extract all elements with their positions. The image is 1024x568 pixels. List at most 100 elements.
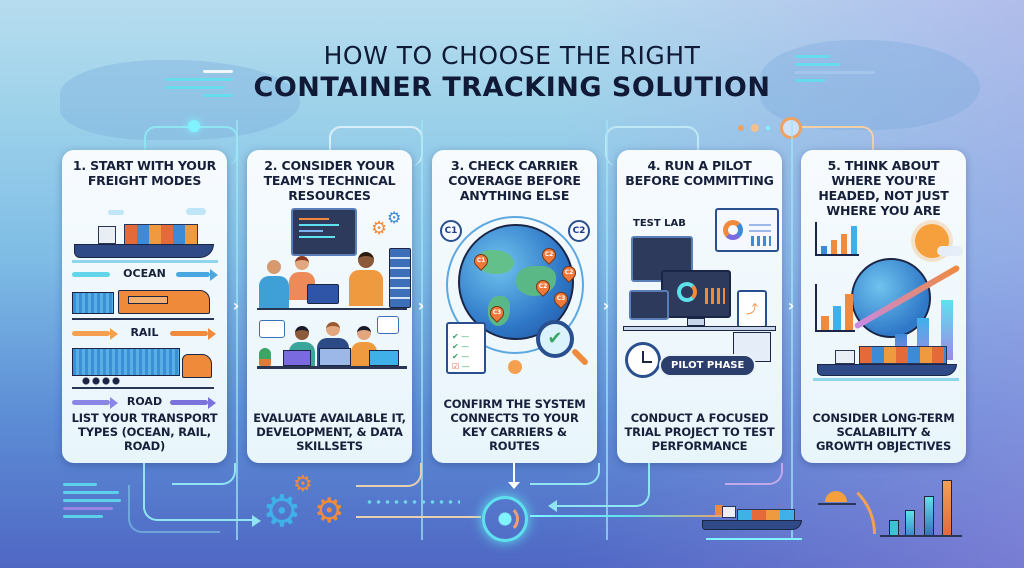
step-card-5: 5. THINK ABOUT WHERE YOU'RE HEADED, NOT … (801, 150, 966, 463)
divider-line (606, 120, 608, 540)
flow-connector (725, 463, 783, 485)
chat-bubble-icon (259, 320, 285, 338)
step-card-2: 2. CONSIDER YOUR TEAM'S TECHNICAL RESOUR… (247, 150, 412, 463)
desk (623, 326, 776, 331)
arrow-head (508, 482, 520, 489)
data-lines-decoration (63, 483, 123, 523)
step-title: 2. CONSIDER YOUR TEAM'S TECHNICAL RESOUR… (263, 158, 396, 203)
step-description: LIST YOUR TRANSPORT TYPES (OCEAN, RAIL, … (71, 411, 218, 453)
step-description: CONFIRM THE SYSTEM CONNECTS TO YOUR KEY … (443, 397, 586, 453)
step-title: 3. CHECK CARRIER COVERAGE BEFORE ANYTHIN… (448, 158, 581, 203)
mode-label-rail: RAIL (130, 326, 159, 339)
divider-line (791, 120, 793, 540)
step-title: 5. THINK ABOUT WHERE YOU'RE HEADED, NOT … (818, 158, 949, 218)
person-icon (349, 252, 383, 308)
checklist-icon: ✔ —✔ —✔ —☑ — (446, 322, 486, 374)
step-description: CONDUCT A FOCUSED TRIAL PROJECT TO TEST … (624, 411, 775, 453)
step-title: 1. START WITH YOUR FREIGHT MODES (72, 158, 217, 188)
gear-icon: ⚙ (293, 472, 313, 497)
growth-arrow-icon (941, 300, 953, 360)
chevron-right-icon: › (787, 296, 795, 315)
laptop-icon (307, 284, 339, 304)
pilot-phase-badge: PILOT PHASE (659, 354, 757, 377)
mode-label-road: ROAD (126, 395, 163, 408)
curved-arrow-icon (810, 474, 876, 534)
data-lines-decoration (795, 55, 885, 87)
magnifier-handle (570, 347, 590, 367)
flow-connector (172, 463, 236, 485)
ocean-arrow-left (72, 272, 110, 277)
rail-arrow-left (72, 331, 110, 336)
arrow-line (356, 516, 481, 518)
road-arrow-right (170, 400, 208, 405)
growth-illustration (807, 218, 963, 411)
arrow-head (548, 500, 557, 512)
flow-connector (552, 463, 650, 507)
rail-arrow-right (170, 331, 208, 336)
mode-label-ocean: OCEAN (123, 267, 166, 280)
gear-icon: ⚙ (387, 208, 402, 227)
wave-line (530, 515, 730, 517)
bar-chart-icon (815, 284, 855, 332)
step-description: CONSIDER LONG-TERM SCALABILITY & GROWTH … (812, 411, 955, 453)
step-card-3: 3. CHECK CARRIER COVERAGE BEFORE ANYTHIN… (432, 150, 597, 463)
person-icon (259, 260, 289, 308)
clock-icon (625, 342, 661, 378)
orbit-ring (446, 216, 584, 354)
down-arrow-line (513, 463, 515, 483)
dot (738, 125, 744, 131)
divider-line (421, 120, 423, 540)
page-title-line2: CONTAINER TRACKING SOLUTION (253, 72, 771, 103)
gear-icon: ⚙ (314, 491, 345, 531)
monitor-stand (687, 318, 705, 326)
flow-connector (128, 485, 220, 533)
carrier-badge-c1: C1 (440, 220, 462, 242)
flow-connector (530, 463, 600, 485)
chat-bubble-icon (377, 316, 399, 334)
plant-icon (259, 348, 271, 366)
small-globe-icon (508, 360, 522, 374)
page-header: HOW TO CHOOSE THE RIGHT CONTAINER TRACKI… (0, 40, 1024, 104)
chevron-right-icon: › (232, 296, 240, 315)
carrier-badge-c2: C2 (568, 220, 590, 242)
divider-line (236, 120, 238, 540)
team-illustration: ⚙ ⚙ (253, 208, 411, 411)
step-card-4: 4. RUN A PILOT BEFORE COMMITTING TEST LA… (617, 150, 782, 463)
server-rack-icon (389, 248, 411, 308)
laptop-icon (319, 348, 351, 366)
flow-connector (356, 463, 422, 487)
code-editor-icon (291, 208, 357, 256)
laptop-icon (283, 350, 311, 366)
freight-modes-illustration: OCEAN RAIL ROAD (68, 208, 221, 411)
arrow-head (110, 397, 118, 409)
bottom-desk (257, 366, 407, 369)
dot (751, 124, 759, 132)
cloud-icon (937, 246, 963, 256)
arrow-head (208, 397, 216, 409)
gear-icon: ⚙ (371, 218, 388, 239)
center-hub-icon (482, 496, 528, 542)
page-title-line1: HOW TO CHOOSE THE RIGHT (323, 41, 701, 70)
road-arrow-left (72, 400, 110, 405)
gear-icon: ⚙ (262, 486, 302, 537)
side-monitor-icon (629, 290, 669, 320)
test-lab-illustration: TEST LAB ⤴ PILOT PHASE (623, 208, 779, 411)
dot (766, 126, 770, 130)
bar-chart-up-icon (815, 222, 859, 256)
step-title: 4. RUN A PILOT BEFORE COMMITTING (625, 158, 774, 188)
data-lines-decoration (165, 70, 235, 102)
magnifier-check-icon: ✔ (536, 320, 574, 358)
arrow-head (110, 328, 118, 340)
glow-node (188, 120, 200, 132)
chevron-right-icon: › (602, 296, 610, 315)
laptop-icon (369, 350, 399, 366)
step-card-1: 1. START WITH YOUR FREIGHT MODES OCEAN R… (62, 150, 227, 463)
monitor-dashboard-icon (661, 270, 731, 318)
dotted-line (365, 500, 460, 504)
team-desk (257, 308, 407, 310)
arrow-head (252, 515, 261, 527)
globe-network-illustration: C1 C2 C1 C2 C2 C2 C3 C3 ✔ —✔ —✔ —☑ — ✔ (438, 208, 591, 397)
dashboard-window-icon (715, 208, 779, 252)
arrow-head (210, 269, 218, 281)
chevron-right-icon: › (417, 296, 425, 315)
